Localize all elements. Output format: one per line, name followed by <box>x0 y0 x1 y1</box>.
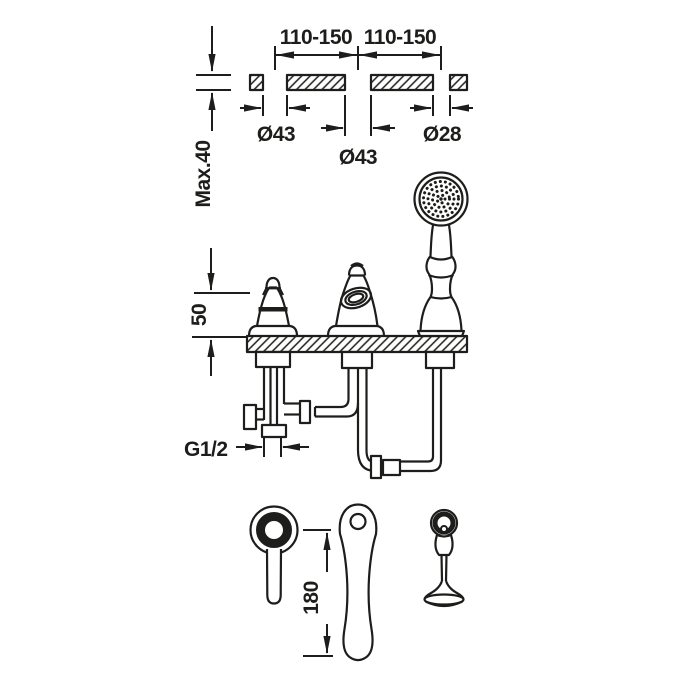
valve-body <box>247 276 299 337</box>
deck-cross-section <box>248 73 469 92</box>
dim-thread: G1/2 <box>184 438 309 461</box>
dim-max-thickness-label: Max.40 <box>192 140 215 207</box>
spout-body <box>326 262 386 337</box>
dim-lever-length: 180 <box>300 529 333 657</box>
below-deck-plumbing <box>242 350 456 480</box>
dim-span-right-label: 110-150 <box>364 26 436 49</box>
spout-mouth <box>339 286 373 310</box>
dim-thread-label: G1/2 <box>184 438 228 461</box>
shower-cradle <box>416 295 466 338</box>
dim-lever-length-label: 180 <box>300 581 323 615</box>
deck-side-view <box>245 334 469 354</box>
handle-front-view <box>249 505 299 605</box>
dim-hole-spacing: 110-150 110-150 <box>274 26 442 70</box>
dim-hole-left-label: Ø43 <box>257 123 295 146</box>
spout-tailpiece <box>313 350 402 480</box>
dim-hole-center-diameter: Ø43 <box>321 95 395 169</box>
dim-hole-left-diameter: Ø43 <box>240 95 310 146</box>
shower-hose-connection <box>400 350 456 473</box>
dim-body-height: 50 <box>188 248 250 376</box>
spray-face-dots <box>422 180 460 218</box>
lever-side-view <box>423 508 465 608</box>
dim-span-left-label: 110-150 <box>280 26 352 49</box>
dim-hole-right-diameter: Ø28 <box>410 95 473 146</box>
lever-front-view <box>338 503 378 662</box>
dim-hole-right-label: Ø28 <box>423 123 462 146</box>
valve-tailpiece <box>242 350 312 439</box>
hand-shower <box>413 171 469 338</box>
dim-body-height-label: 50 <box>188 304 211 326</box>
dim-hole-center-label: Ø43 <box>339 146 377 169</box>
dim-max-thickness: Max.40 <box>192 26 231 208</box>
